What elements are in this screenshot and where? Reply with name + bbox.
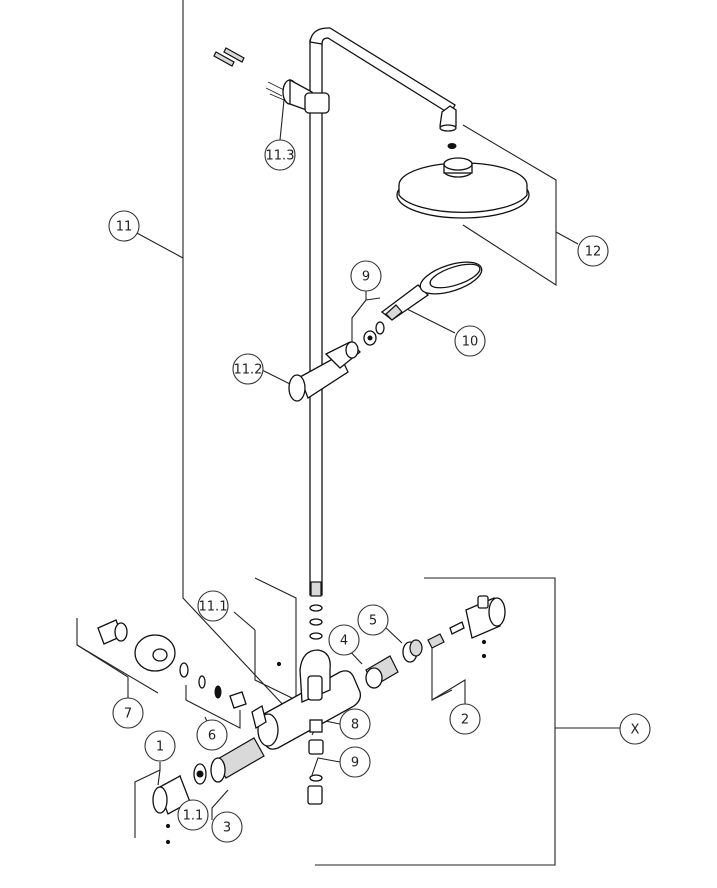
callout-11-1: 11.1 [197,590,229,622]
svg-text:1: 1 [156,740,164,755]
callout-4: 4 [328,624,360,656]
o-rings-11-1 [276,604,323,667]
svg-text:11.1: 11.1 [199,600,228,615]
wall-bracket-11-3 [213,47,330,114]
callout-7: 7 [112,697,144,729]
svg-text:10: 10 [462,335,479,350]
thermostat-body [251,649,362,750]
callout-9-upper: 9 [350,260,382,292]
callout-11-2: 11.2 [232,353,264,385]
svg-text:6: 6 [208,729,216,744]
svg-text:11: 11 [116,220,133,235]
callout-1: 1 [144,730,176,762]
svg-text:5: 5 [369,614,377,629]
hose-connector-9 [363,321,385,346]
svg-text:7: 7 [124,707,132,722]
svg-text:9: 9 [351,756,359,771]
callout-12: 12 [577,235,609,267]
callout-9-lower: 9 [339,746,371,778]
callout-11-3: 11.3 [264,139,296,171]
svg-text:8: 8 [351,718,359,733]
svg-text:2: 2 [461,713,469,728]
overhead-shower-12 [396,143,530,219]
shower-slider-11-2 [288,341,361,402]
wall-connector-7 [97,619,176,672]
svg-text:12: 12 [585,245,602,260]
svg-text:3: 3 [223,821,231,836]
svg-text:11.3: 11.3 [266,149,295,164]
hand-shower-10 [380,261,483,321]
callout-5: 5 [357,604,389,636]
svg-text:4: 4 [340,634,348,649]
part-5 [402,621,465,663]
cartridge-4 [365,655,399,689]
callout-x: X [619,713,651,745]
callout-11: 11 [108,210,140,242]
svg-text:9: 9 [362,270,370,285]
callout-8: 8 [339,708,371,740]
seals-6 [179,662,247,709]
callout-6: 6 [196,719,228,751]
riser-pipe [309,27,457,597]
svg-text:11.2: 11.2 [234,363,263,378]
callout-3: 3 [211,811,243,843]
callout-10: 10 [454,325,486,357]
cartridge-3 [193,737,265,785]
svg-text:1.1: 1.1 [183,809,204,824]
outlet-parts-8-9 [307,739,324,805]
callout-1-1: 1.1 [177,799,209,831]
handle-2 [465,595,506,659]
callout-2: 2 [449,703,481,735]
svg-text:X: X [631,723,640,738]
